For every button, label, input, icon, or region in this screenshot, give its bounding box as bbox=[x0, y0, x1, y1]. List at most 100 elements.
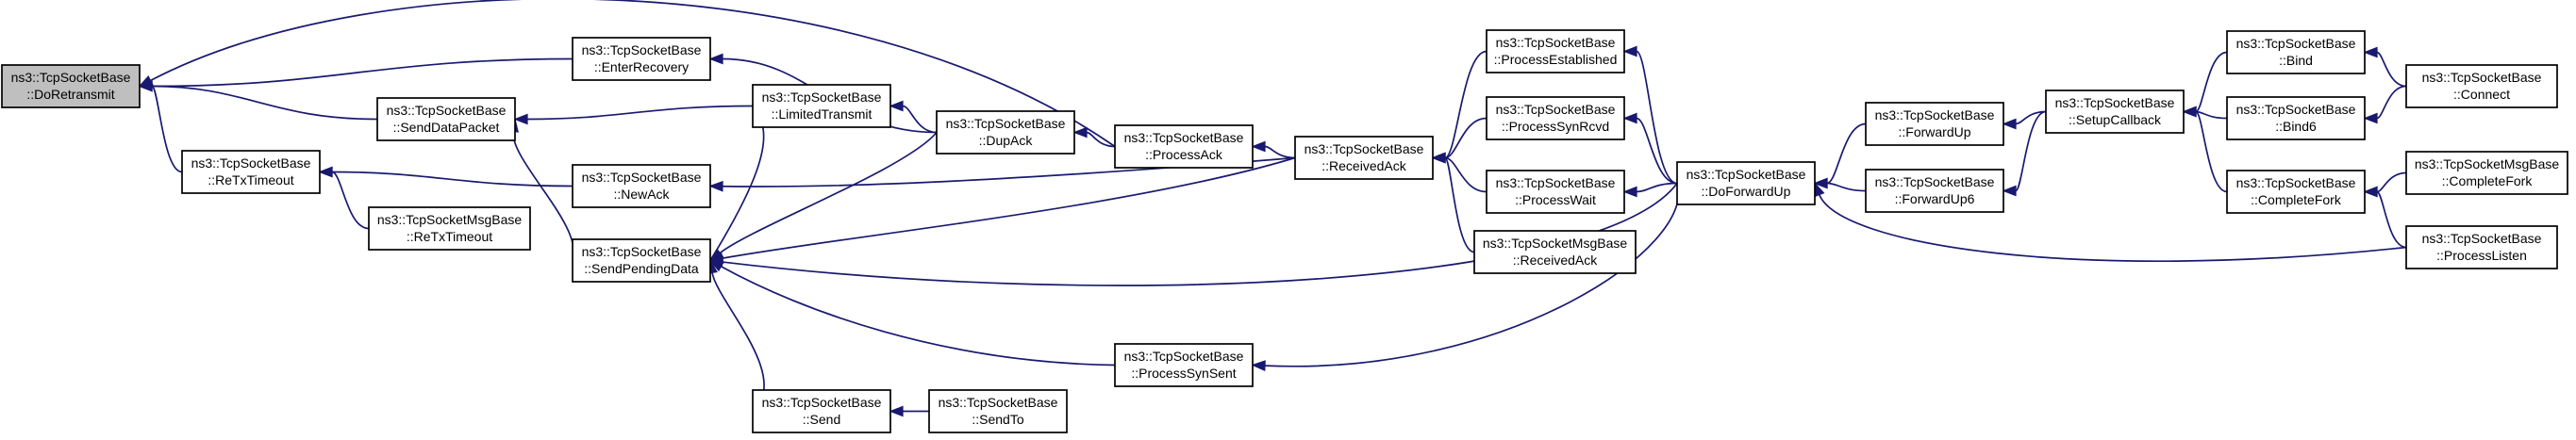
edge-line bbox=[1826, 122, 1867, 185]
graph-node[interactable]: ns3::TcpSocketBase::DoRetransmit bbox=[1, 64, 141, 108]
node-box bbox=[1676, 161, 1816, 205]
edge-line bbox=[720, 266, 1116, 367]
node-method-label: ::LimitedTransmit bbox=[772, 106, 873, 122]
call-edge bbox=[1814, 181, 2407, 263]
call-edge bbox=[2002, 110, 2047, 130]
graph-node[interactable]: ns3::TcpSocketBase::DoForwardUp bbox=[1676, 161, 1816, 205]
node-box bbox=[1865, 102, 2004, 146]
call-edge bbox=[138, 57, 573, 92]
call-edge bbox=[2002, 110, 2047, 197]
node-box bbox=[376, 97, 516, 141]
graph-node[interactable]: ns3::TcpSocketBase::ProcessSynSent bbox=[1114, 343, 1254, 387]
node-class-label: ns3::TcpSocketBase bbox=[1124, 349, 1244, 364]
graph-node[interactable]: ns3::TcpSocketBase::SendDataPacket bbox=[376, 97, 516, 141]
node-class-label: ns3::TcpSocketBase bbox=[2422, 70, 2542, 85]
graph-node[interactable]: ns3::TcpSocketMsgBase::ReTxTimeout bbox=[368, 206, 531, 251]
arrowhead-icon bbox=[1622, 112, 1637, 124]
graph-node[interactable]: ns3::TcpSocketBase::SetupCallback bbox=[2045, 90, 2185, 134]
arrowhead-icon bbox=[1622, 186, 1637, 198]
graph-node[interactable]: ns3::TcpSocketBase::DupAck bbox=[936, 110, 1075, 155]
arrowhead-icon bbox=[2002, 118, 2017, 130]
graph-node[interactable]: ns3::TcpSocketBase::ProcessSynRcvd bbox=[1486, 96, 1625, 140]
node-class-label: ns3::TcpSocketBase bbox=[946, 116, 1066, 131]
node-class-label: ns3::TcpSocketBase bbox=[582, 170, 702, 185]
arrowhead-icon bbox=[318, 166, 333, 178]
node-box bbox=[752, 84, 891, 128]
node-box bbox=[1114, 124, 1254, 169]
node-method-label: ::NewAck bbox=[613, 187, 670, 202]
edge-line bbox=[1826, 182, 1867, 192]
graph-node[interactable]: ns3::TcpSocketBase::EnterRecovery bbox=[572, 37, 711, 81]
node-class-label: ns3::TcpSocketBase bbox=[387, 103, 507, 118]
arrowhead-icon bbox=[1622, 45, 1637, 57]
graph-node[interactable]: ns3::TcpSocketBase::ForwardUp bbox=[1865, 102, 2004, 146]
node-box bbox=[1114, 343, 1254, 387]
node-method-label: ::ProcessSynRcvd bbox=[1502, 119, 1609, 134]
node-class-label: ns3::TcpSocketBase bbox=[1496, 175, 1616, 190]
node-method-label: ::ReceivedAck bbox=[1513, 253, 1598, 268]
node-class-label: ns3::TcpSocketBase bbox=[762, 395, 882, 410]
edge-line bbox=[331, 171, 573, 187]
node-box bbox=[2405, 225, 2558, 269]
graph-node[interactable]: ns3::TcpSocketBase::Bind bbox=[2226, 30, 2366, 74]
arrowhead-icon bbox=[708, 53, 723, 65]
edge-line bbox=[2376, 190, 2407, 249]
graph-node[interactable]: ns3::TcpSocketBase::Bind6 bbox=[2226, 96, 2366, 140]
graph-node[interactable]: ns3::TcpSocketBase::ReceivedAck bbox=[1294, 136, 1434, 180]
node-method-label: ::CompleteFork bbox=[2442, 173, 2534, 188]
node-method-label: ::CompleteFork bbox=[2251, 192, 2342, 207]
graph-node[interactable]: ns3::TcpSocketBase::NewAck bbox=[572, 164, 711, 208]
call-edge bbox=[2363, 186, 2407, 249]
call-edge bbox=[708, 259, 1116, 367]
node-box bbox=[752, 389, 891, 433]
edge-line bbox=[1264, 183, 1680, 367]
graph-node[interactable]: ns3::TcpSocketBase::Send bbox=[752, 389, 891, 433]
graph-node[interactable]: ns3::TcpSocketMsgBase::CompleteFork bbox=[2405, 151, 2568, 195]
graph-node[interactable]: ns3::TcpSocketBase::CompleteFork bbox=[2226, 170, 2366, 214]
graph-node[interactable]: ns3::TcpSocketBase::ProcessEstablished bbox=[1486, 29, 1625, 73]
node-method-label: ::ReTxTimeout bbox=[407, 229, 492, 244]
node-method-label: ::ReceivedAck bbox=[1321, 158, 1406, 173]
call-edge bbox=[138, 0, 1116, 148]
graph-node[interactable]: ns3::TcpSocketBase::ProcessAck bbox=[1114, 124, 1254, 169]
call-edge bbox=[889, 405, 929, 417]
call-edge bbox=[138, 80, 378, 121]
node-method-label: ::SendPendingData bbox=[584, 261, 699, 276]
edge-line bbox=[2015, 110, 2047, 125]
node-class-label: ns3::TcpSocketBase bbox=[582, 244, 702, 259]
arrowhead-icon bbox=[889, 100, 904, 112]
node-class-label: ns3::TcpSocketMsgBase bbox=[1483, 236, 1628, 251]
node-box bbox=[2226, 96, 2366, 140]
edge-line bbox=[2195, 110, 2228, 193]
edge-line bbox=[1444, 156, 1475, 253]
node-class-label: ns3::TcpSocketBase bbox=[1875, 174, 1995, 189]
node-method-label: ::Bind6 bbox=[2275, 119, 2317, 134]
node-box bbox=[1473, 230, 1637, 274]
edge-line bbox=[2015, 110, 2047, 192]
node-method-label: ::ProcessListen bbox=[2436, 248, 2527, 263]
node-class-label: ns3::TcpSocketBase bbox=[1305, 141, 1424, 156]
node-class-label: ns3::TcpSocketBase bbox=[2236, 175, 2356, 190]
call-edge bbox=[708, 131, 938, 262]
node-method-label: ::DoForwardUp bbox=[1702, 184, 1791, 199]
graph-node[interactable]: ns3::TcpSocketBase::ReTxTimeout bbox=[181, 150, 321, 194]
edge-line bbox=[150, 0, 1116, 148]
call-edge bbox=[2363, 85, 2407, 124]
graph-node[interactable]: ns3::TcpSocketBase::Connect bbox=[2405, 64, 2558, 108]
call-edge bbox=[1251, 140, 1296, 159]
arrowhead-icon bbox=[708, 259, 724, 272]
edge-line bbox=[1264, 145, 1296, 159]
graph-node[interactable]: ns3::TcpSocketBase::SendPendingData bbox=[572, 238, 711, 283]
graph-node[interactable]: ns3::TcpSocketBase::LimitedTransmit bbox=[752, 84, 891, 128]
graph-node[interactable]: ns3::TcpSocketBase::ProcessListen bbox=[2405, 225, 2558, 269]
graph-node[interactable]: ns3::TcpSocketBase::SendTo bbox=[928, 389, 1068, 433]
edge-line bbox=[2376, 51, 2407, 88]
node-box bbox=[368, 206, 531, 251]
call-edge bbox=[1251, 183, 1680, 371]
edge-line bbox=[722, 182, 1678, 286]
graph-node[interactable]: ns3::TcpSocketBase::ProcessWait bbox=[1486, 170, 1625, 214]
node-class-label: ns3::TcpSocketBase bbox=[1687, 167, 1806, 182]
graph-node[interactable]: ns3::TcpSocketMsgBase::ReceivedAck bbox=[1473, 230, 1637, 274]
graph-node[interactable]: ns3::TcpSocketBase::ForwardUp6 bbox=[1865, 169, 2004, 213]
node-class-label: ns3::TcpSocketBase bbox=[1124, 130, 1244, 145]
